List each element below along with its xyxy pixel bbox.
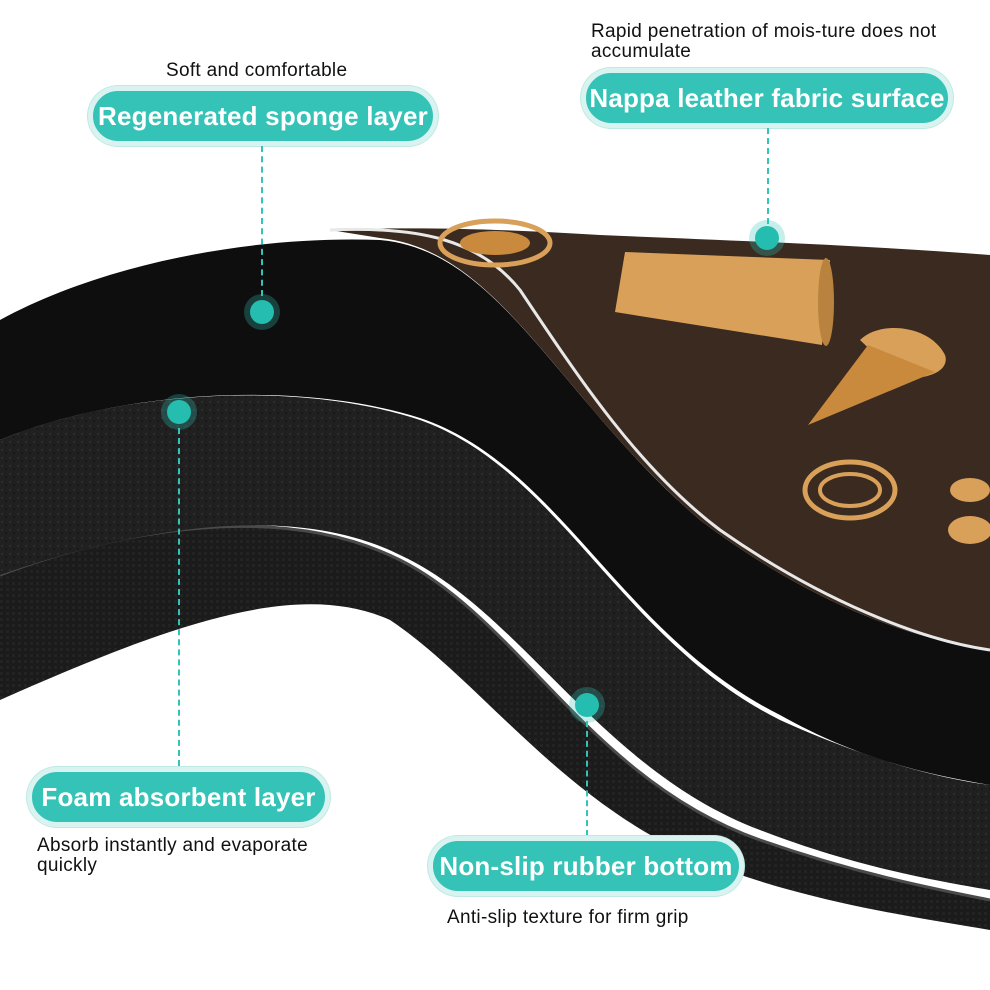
nappa-caption: Rapid penetration of mois-ture does not … (591, 21, 937, 62)
foam-layer-label: Foam absorbent layer (27, 767, 330, 827)
sponge-layer (0, 239, 990, 786)
rubber-caption: Anti-slip texture for firm grip (447, 907, 689, 928)
ice-cream-cone-icon (808, 328, 946, 425)
foam-caption: Absorb instantly and evaporate quickly (37, 835, 308, 876)
sponge-caption: Soft and comfortable (166, 60, 348, 81)
sponge-marker (250, 300, 274, 324)
nappa-marker (755, 226, 779, 250)
coffee-cup-icon (615, 252, 834, 346)
rubber-leader-line (586, 721, 588, 836)
coffee-mug-icon (802, 459, 898, 521)
sponge-layer-label: Regenerated sponge layer (88, 86, 438, 146)
rubber-bottom-label: Non-slip rubber bottom (428, 836, 744, 896)
foam-marker (167, 400, 191, 424)
nappa-leader-line (767, 128, 769, 224)
rubber-layer (0, 526, 990, 930)
coffee-mug-icon-top (437, 218, 553, 268)
sponge-leader-line (261, 146, 263, 296)
foam-layer (0, 395, 990, 890)
rubber-marker (575, 693, 599, 717)
leather-edge (329, 227, 990, 652)
nappa-surface-label: Nappa leather fabric surface (581, 68, 953, 128)
coffee-bean-icon (948, 478, 990, 544)
foam-leader-line (178, 428, 180, 766)
